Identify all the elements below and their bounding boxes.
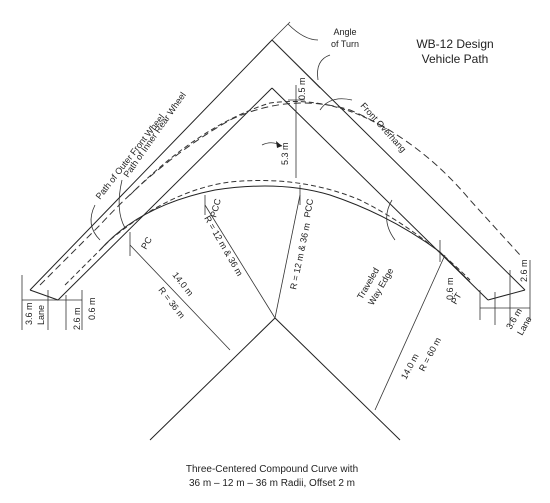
outer-lane-edge bbox=[29, 39, 526, 291]
dim-0-6-left: 0.6 m bbox=[87, 297, 97, 320]
traveled-way-edge-curve bbox=[99, 185, 471, 283]
dim-14-left: 14.0 m bbox=[170, 270, 195, 298]
pcc-right-label: PCC bbox=[302, 197, 315, 218]
angle-label-1: Angle bbox=[333, 27, 356, 37]
title-line-1: WB-12 Design bbox=[416, 37, 493, 51]
angle-extension-line-2 bbox=[271, 39, 321, 89]
caption-line-1: Three-Centered Compound Curve with bbox=[186, 464, 358, 475]
dim-2-6-left: 2.6 m bbox=[72, 307, 82, 330]
leader-outer-wheel bbox=[90, 204, 101, 241]
radius-line-36 bbox=[129, 244, 231, 351]
front-overhang-path bbox=[129, 100, 386, 196]
radius-line-pcc-left bbox=[204, 204, 276, 319]
right-lane-end bbox=[487, 289, 526, 301]
radius-60: R = 60 m bbox=[417, 336, 443, 373]
angle-of-turn-arc bbox=[287, 23, 319, 41]
leader-traveled-way bbox=[386, 199, 396, 241]
radius-line-60 bbox=[374, 254, 446, 411]
leader-angle bbox=[317, 54, 331, 81]
angle-label-2: of Turn bbox=[331, 39, 359, 49]
caption-line-2: 36 m – 12 m – 36 m Radii, Offset 2 m bbox=[189, 478, 355, 489]
pc-label: PC bbox=[139, 235, 154, 251]
pcc-left-label: PCC bbox=[208, 197, 223, 218]
inner-tangent-left bbox=[57, 87, 273, 301]
inner-corner-lines bbox=[149, 317, 401, 441]
title-line-2: Vehicle Path bbox=[422, 52, 489, 66]
left-lane-end bbox=[29, 289, 59, 301]
inner-rear-wheel-path bbox=[64, 180, 471, 286]
dim-0-6-right: 0.6 m bbox=[445, 277, 455, 300]
outer-front-wheel-path bbox=[39, 102, 521, 286]
lane-left: Lane bbox=[36, 305, 46, 325]
angle-extension-line bbox=[271, 21, 291, 41]
leader-inner-wheel bbox=[118, 179, 126, 229]
dim-5-3: 5.3 m bbox=[280, 142, 290, 165]
dim-0-5: 0.5 m bbox=[297, 77, 307, 100]
radius-12-36-left: R = 12 m & 36 m bbox=[202, 214, 245, 278]
dim-3-6-left: 3.6 m bbox=[24, 302, 34, 325]
radius-12-36-right: R = 12 m & 36 m bbox=[288, 222, 312, 290]
radius-line-pcc-right bbox=[274, 194, 301, 319]
dim-2-6-right: 2.6 m bbox=[519, 259, 529, 282]
leader-front-overhang bbox=[319, 98, 353, 111]
direction-arrowhead bbox=[276, 141, 282, 148]
front-overhang-label: Front Overhang bbox=[359, 101, 409, 155]
inner-wheel-label: Path of Inner Rear Wheel bbox=[121, 90, 187, 179]
